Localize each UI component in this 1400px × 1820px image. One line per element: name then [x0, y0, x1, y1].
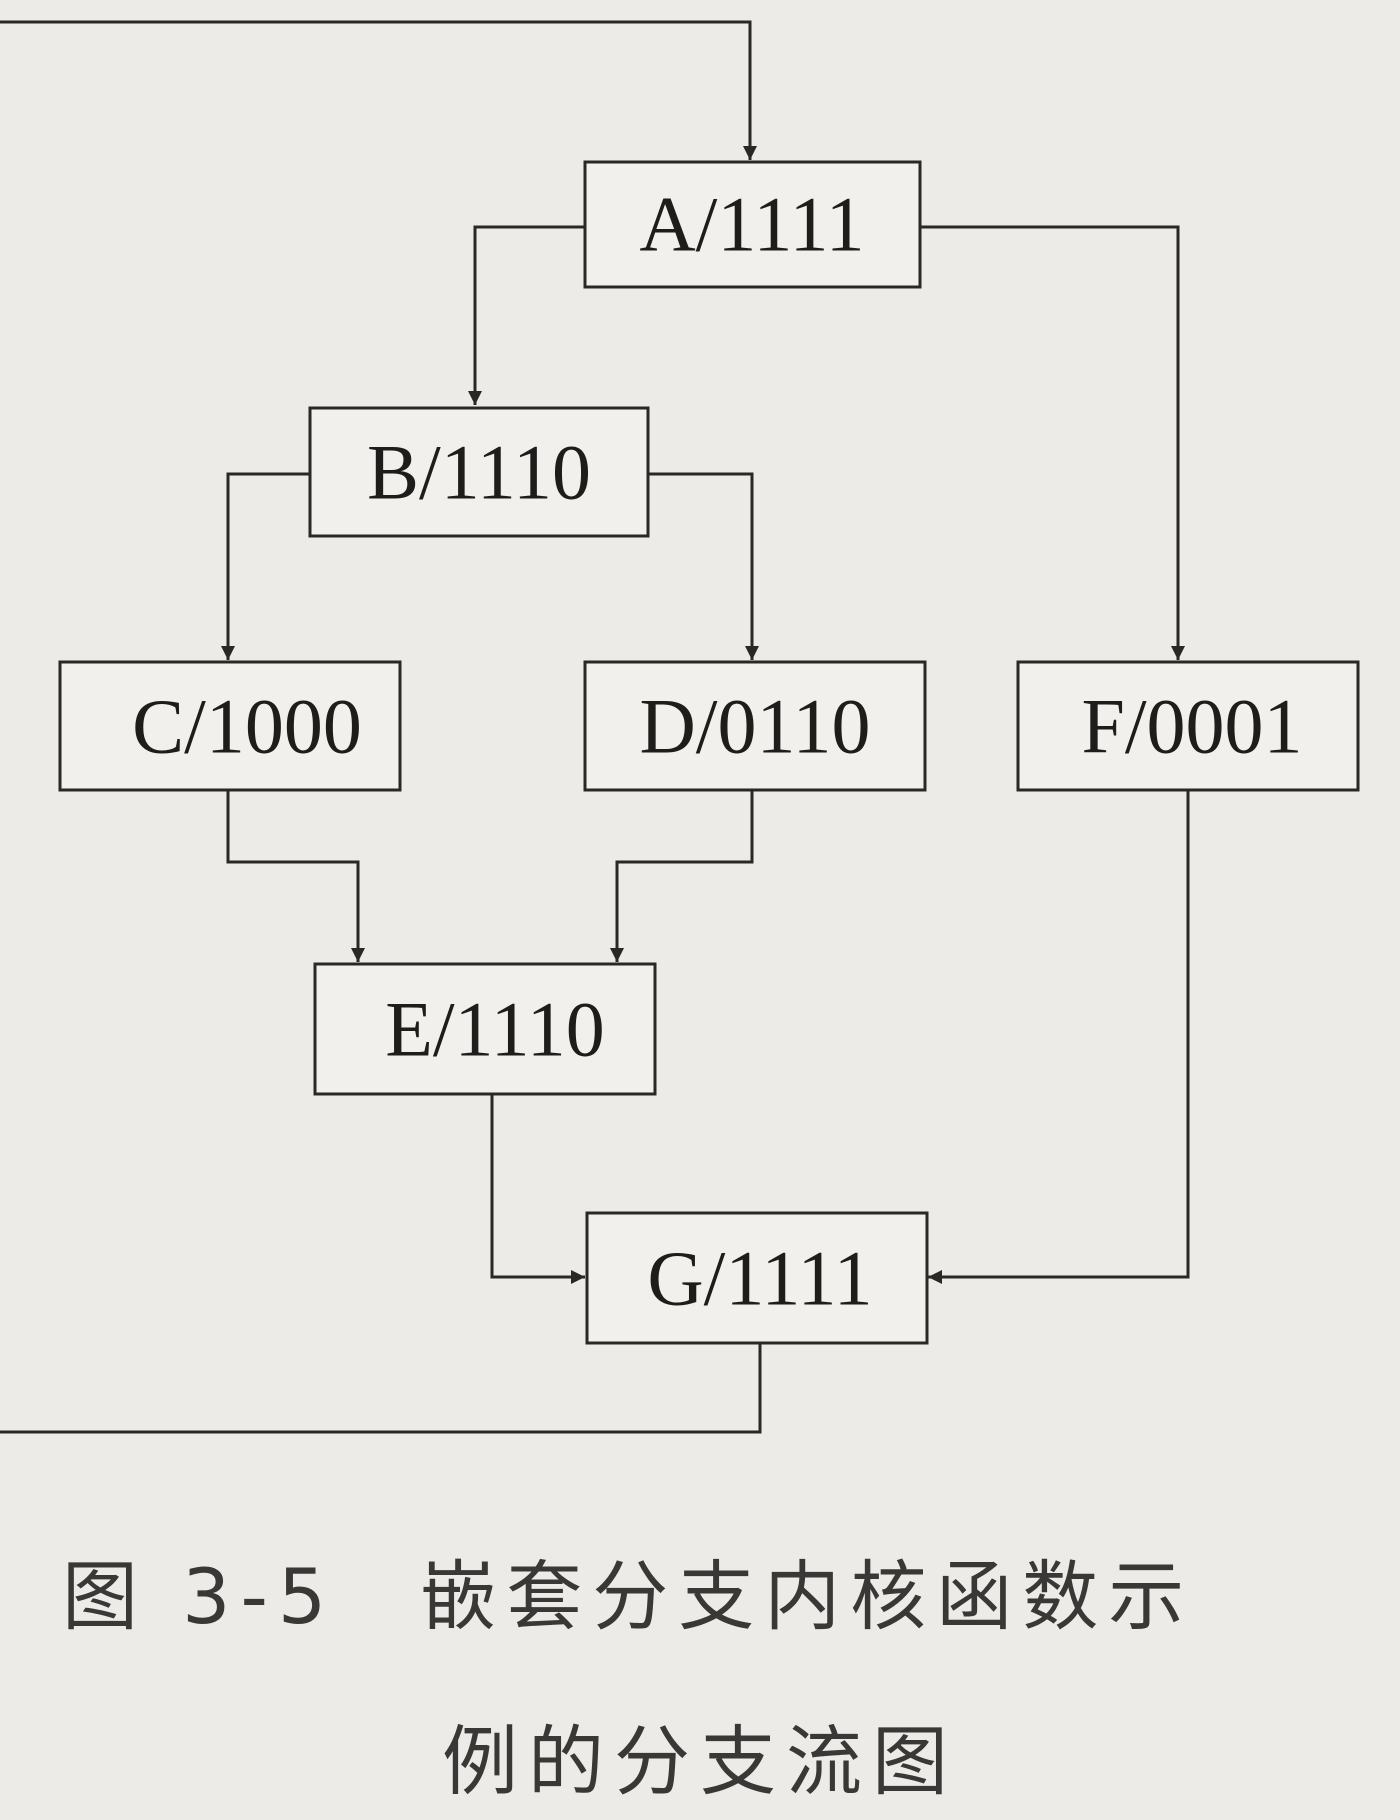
figure-caption-line2: 例的分支流图 — [0, 1700, 1400, 1810]
node-b: B/1110 — [308, 406, 650, 538]
edge-loop-to-a — [0, 20, 757, 160]
node-f: F/0001 — [1016, 660, 1360, 792]
node-f-label: F/0001 — [1081, 683, 1302, 770]
node-a: A/1111 — [583, 160, 922, 289]
figure-title-line1: 嵌套分支内核函数示 — [420, 1552, 1195, 1641]
node-c-label: C/1000 — [132, 683, 362, 770]
node-g-label: G/1111 — [647, 1235, 872, 1322]
edge-e-to-g — [490, 1094, 585, 1284]
edge-d-to-e — [610, 790, 754, 962]
node-e: E/1110 — [313, 962, 657, 1096]
edge-g-to-a-loop — [0, 1340, 762, 1434]
node-c: C/1000 — [58, 660, 402, 792]
edge-a-to-f — [920, 225, 1185, 660]
branch-flow-diagram: A/1111 B/1110 C/1000 D/0110 E/1110 F/000… — [0, 20, 1360, 1434]
node-e-label: E/1110 — [385, 986, 605, 1073]
figure-title-line2: 例的分支流图 — [442, 1717, 958, 1806]
node-b-label: B/1110 — [367, 429, 591, 516]
figure-caption-line1: 图 3-5 嵌套分支内核函数示 — [62, 1535, 1194, 1645]
edges — [0, 20, 1190, 1434]
edge-f-to-g — [928, 790, 1190, 1284]
node-d-label: D/0110 — [639, 683, 870, 770]
node-d: D/0110 — [583, 660, 927, 792]
node-g: G/1111 — [585, 1211, 929, 1345]
edge-a-to-b — [468, 225, 585, 405]
figure-number: 图 3-5 — [62, 1552, 337, 1641]
edge-b-to-c — [221, 472, 310, 660]
edge-c-to-e — [226, 790, 365, 962]
edge-b-to-d — [648, 472, 759, 660]
node-a-label: A/1111 — [639, 181, 864, 268]
